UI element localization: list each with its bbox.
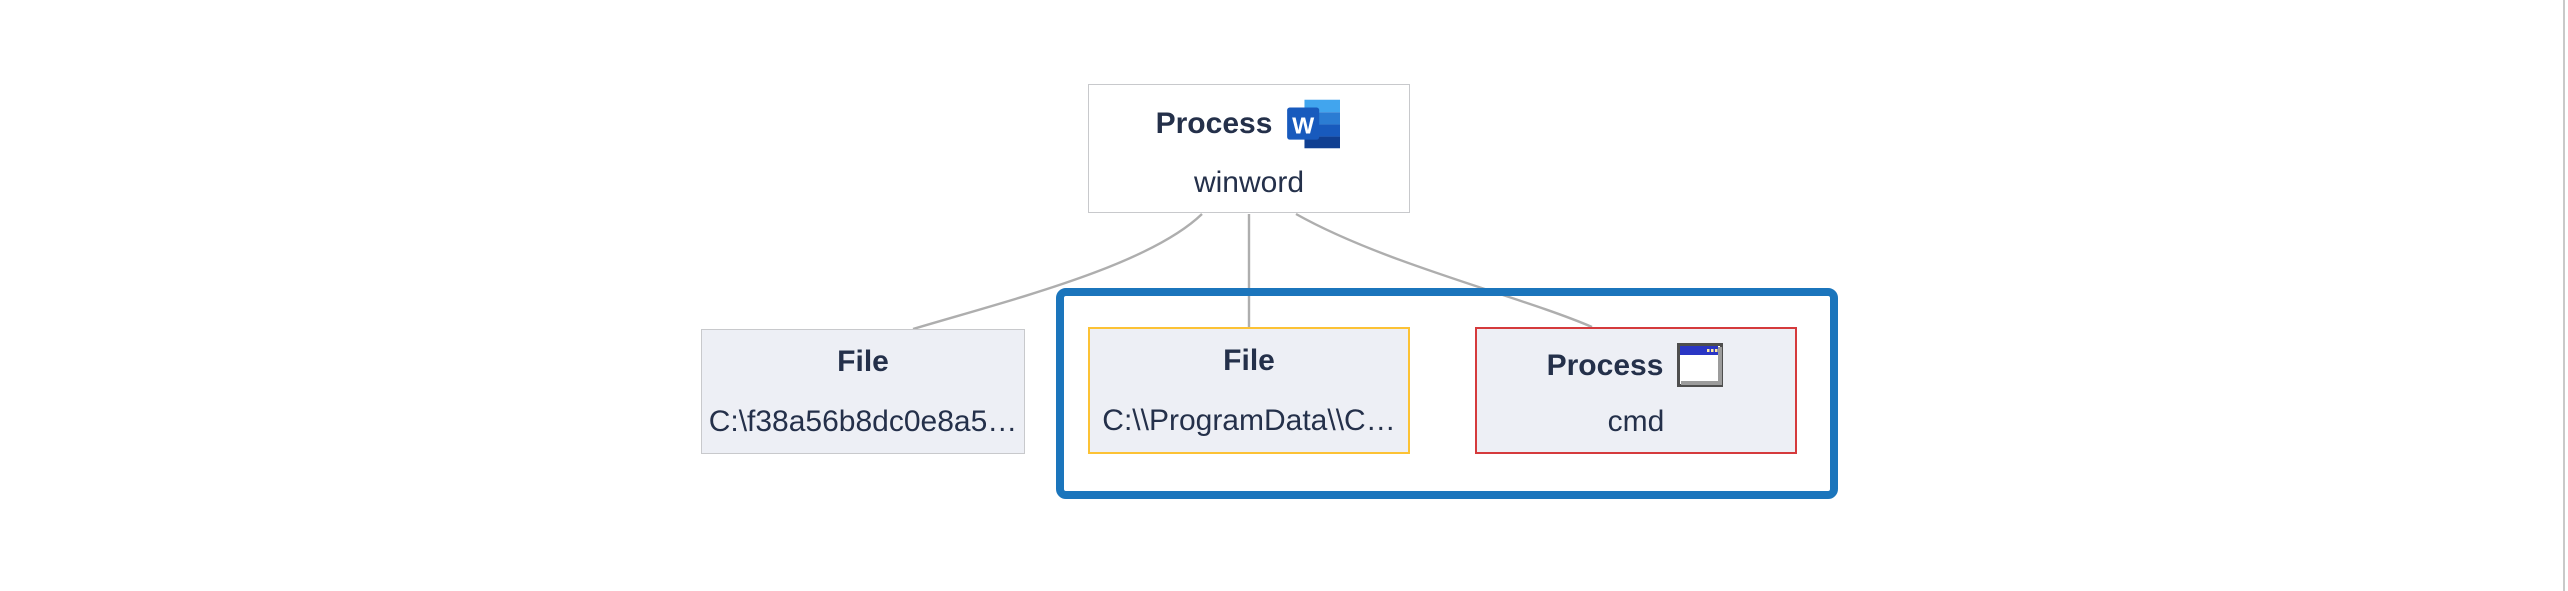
node-file-hash[interactable]: File C:\f38a56b8dc0e8a5… (701, 329, 1025, 454)
node-file-programdata[interactable]: File C:\\ProgramData\\C… (1088, 327, 1410, 454)
node-title-row: Process (1546, 342, 1726, 389)
right-edge-divider (2563, 0, 2565, 591)
edge-root-to-process-cmd (1295, 212, 1593, 329)
svg-text:W: W (1293, 112, 1316, 138)
node-process-cmd[interactable]: Process cmd (1475, 327, 1797, 454)
node-title-row: Process W (1156, 98, 1343, 150)
node-type-label: File (837, 344, 889, 378)
word-icon: W (1287, 99, 1341, 148)
node-name: C:\\ProgramData\\C… (1102, 403, 1396, 437)
node-name: cmd (1607, 404, 1665, 438)
node-type-label: Process (1155, 106, 1273, 140)
correlation-highlight-box (1056, 288, 1838, 499)
node-title-row: File (837, 345, 889, 379)
edge-root-to-file-hash (912, 213, 1203, 331)
node-type-label: Process (1546, 348, 1664, 382)
node-process-winword[interactable]: Process W winword (1088, 84, 1410, 213)
node-title-row: File (1223, 344, 1275, 378)
node-name: winword (1193, 165, 1305, 199)
window-icon (1677, 342, 1724, 387)
node-type-label: File (1223, 343, 1275, 377)
node-name: C:\f38a56b8dc0e8a5… (708, 404, 1018, 438)
